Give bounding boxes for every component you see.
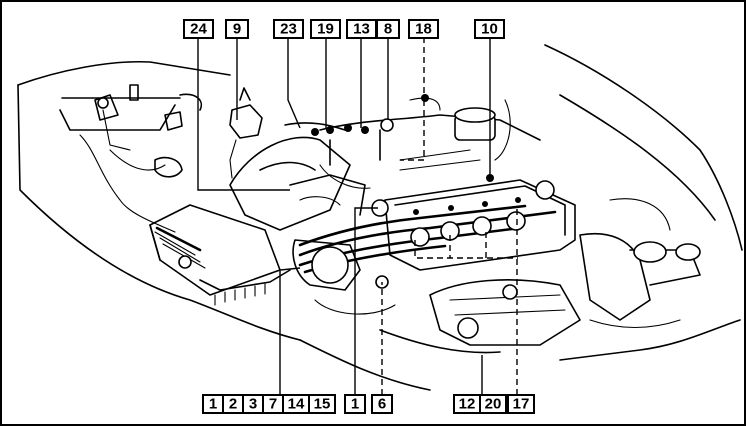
callout-label: 14 — [288, 396, 305, 413]
callout-label: 15 — [314, 396, 331, 413]
callout-box — [308, 394, 336, 414]
callout-label: 18 — [415, 21, 432, 38]
callout-label: 6 — [378, 396, 386, 413]
callout-label: 2 — [229, 396, 237, 413]
callout-label: 1 — [351, 396, 359, 413]
callout-label: 20 — [485, 396, 502, 413]
intake-manifold — [229, 87, 366, 231]
callout-box — [183, 19, 214, 39]
leader-lines — [197, 37, 518, 395]
valve-cover — [319, 107, 576, 271]
callouts-bottom: 1 2 3 7 14 15 1 6 12 20 17 — [202, 394, 535, 414]
callout-label: 7 — [269, 396, 277, 413]
callout-box — [408, 19, 439, 39]
callouts-top: 24 9 23 19 13 8 18 10 — [183, 19, 505, 39]
callout-label: 23 — [280, 21, 297, 38]
callout-box — [474, 19, 505, 39]
callout-label: 24 — [190, 21, 207, 38]
callout-box — [344, 394, 366, 414]
callout-label: 1 — [209, 396, 217, 413]
callout-box — [376, 19, 400, 39]
lower-engine — [379, 198, 701, 354]
callout-box — [479, 394, 507, 414]
callout-label: 10 — [481, 21, 498, 38]
callout-label: 3 — [249, 396, 257, 413]
callout-label: 12 — [459, 396, 476, 413]
callout-label: 13 — [353, 21, 370, 38]
callout-box — [310, 19, 341, 39]
callout-label: 8 — [384, 21, 392, 38]
callout-box — [371, 394, 393, 414]
callout-box — [273, 19, 304, 39]
left-components — [94, 84, 202, 178]
hoses — [284, 94, 511, 189]
air-cleaner — [149, 204, 291, 306]
callout-label: 9 — [233, 21, 241, 38]
callout-box — [225, 19, 249, 39]
body-outline — [17, 44, 743, 391]
callout-label: 17 — [513, 396, 530, 413]
callout-label: 19 — [317, 21, 334, 38]
callout-box — [507, 394, 535, 414]
